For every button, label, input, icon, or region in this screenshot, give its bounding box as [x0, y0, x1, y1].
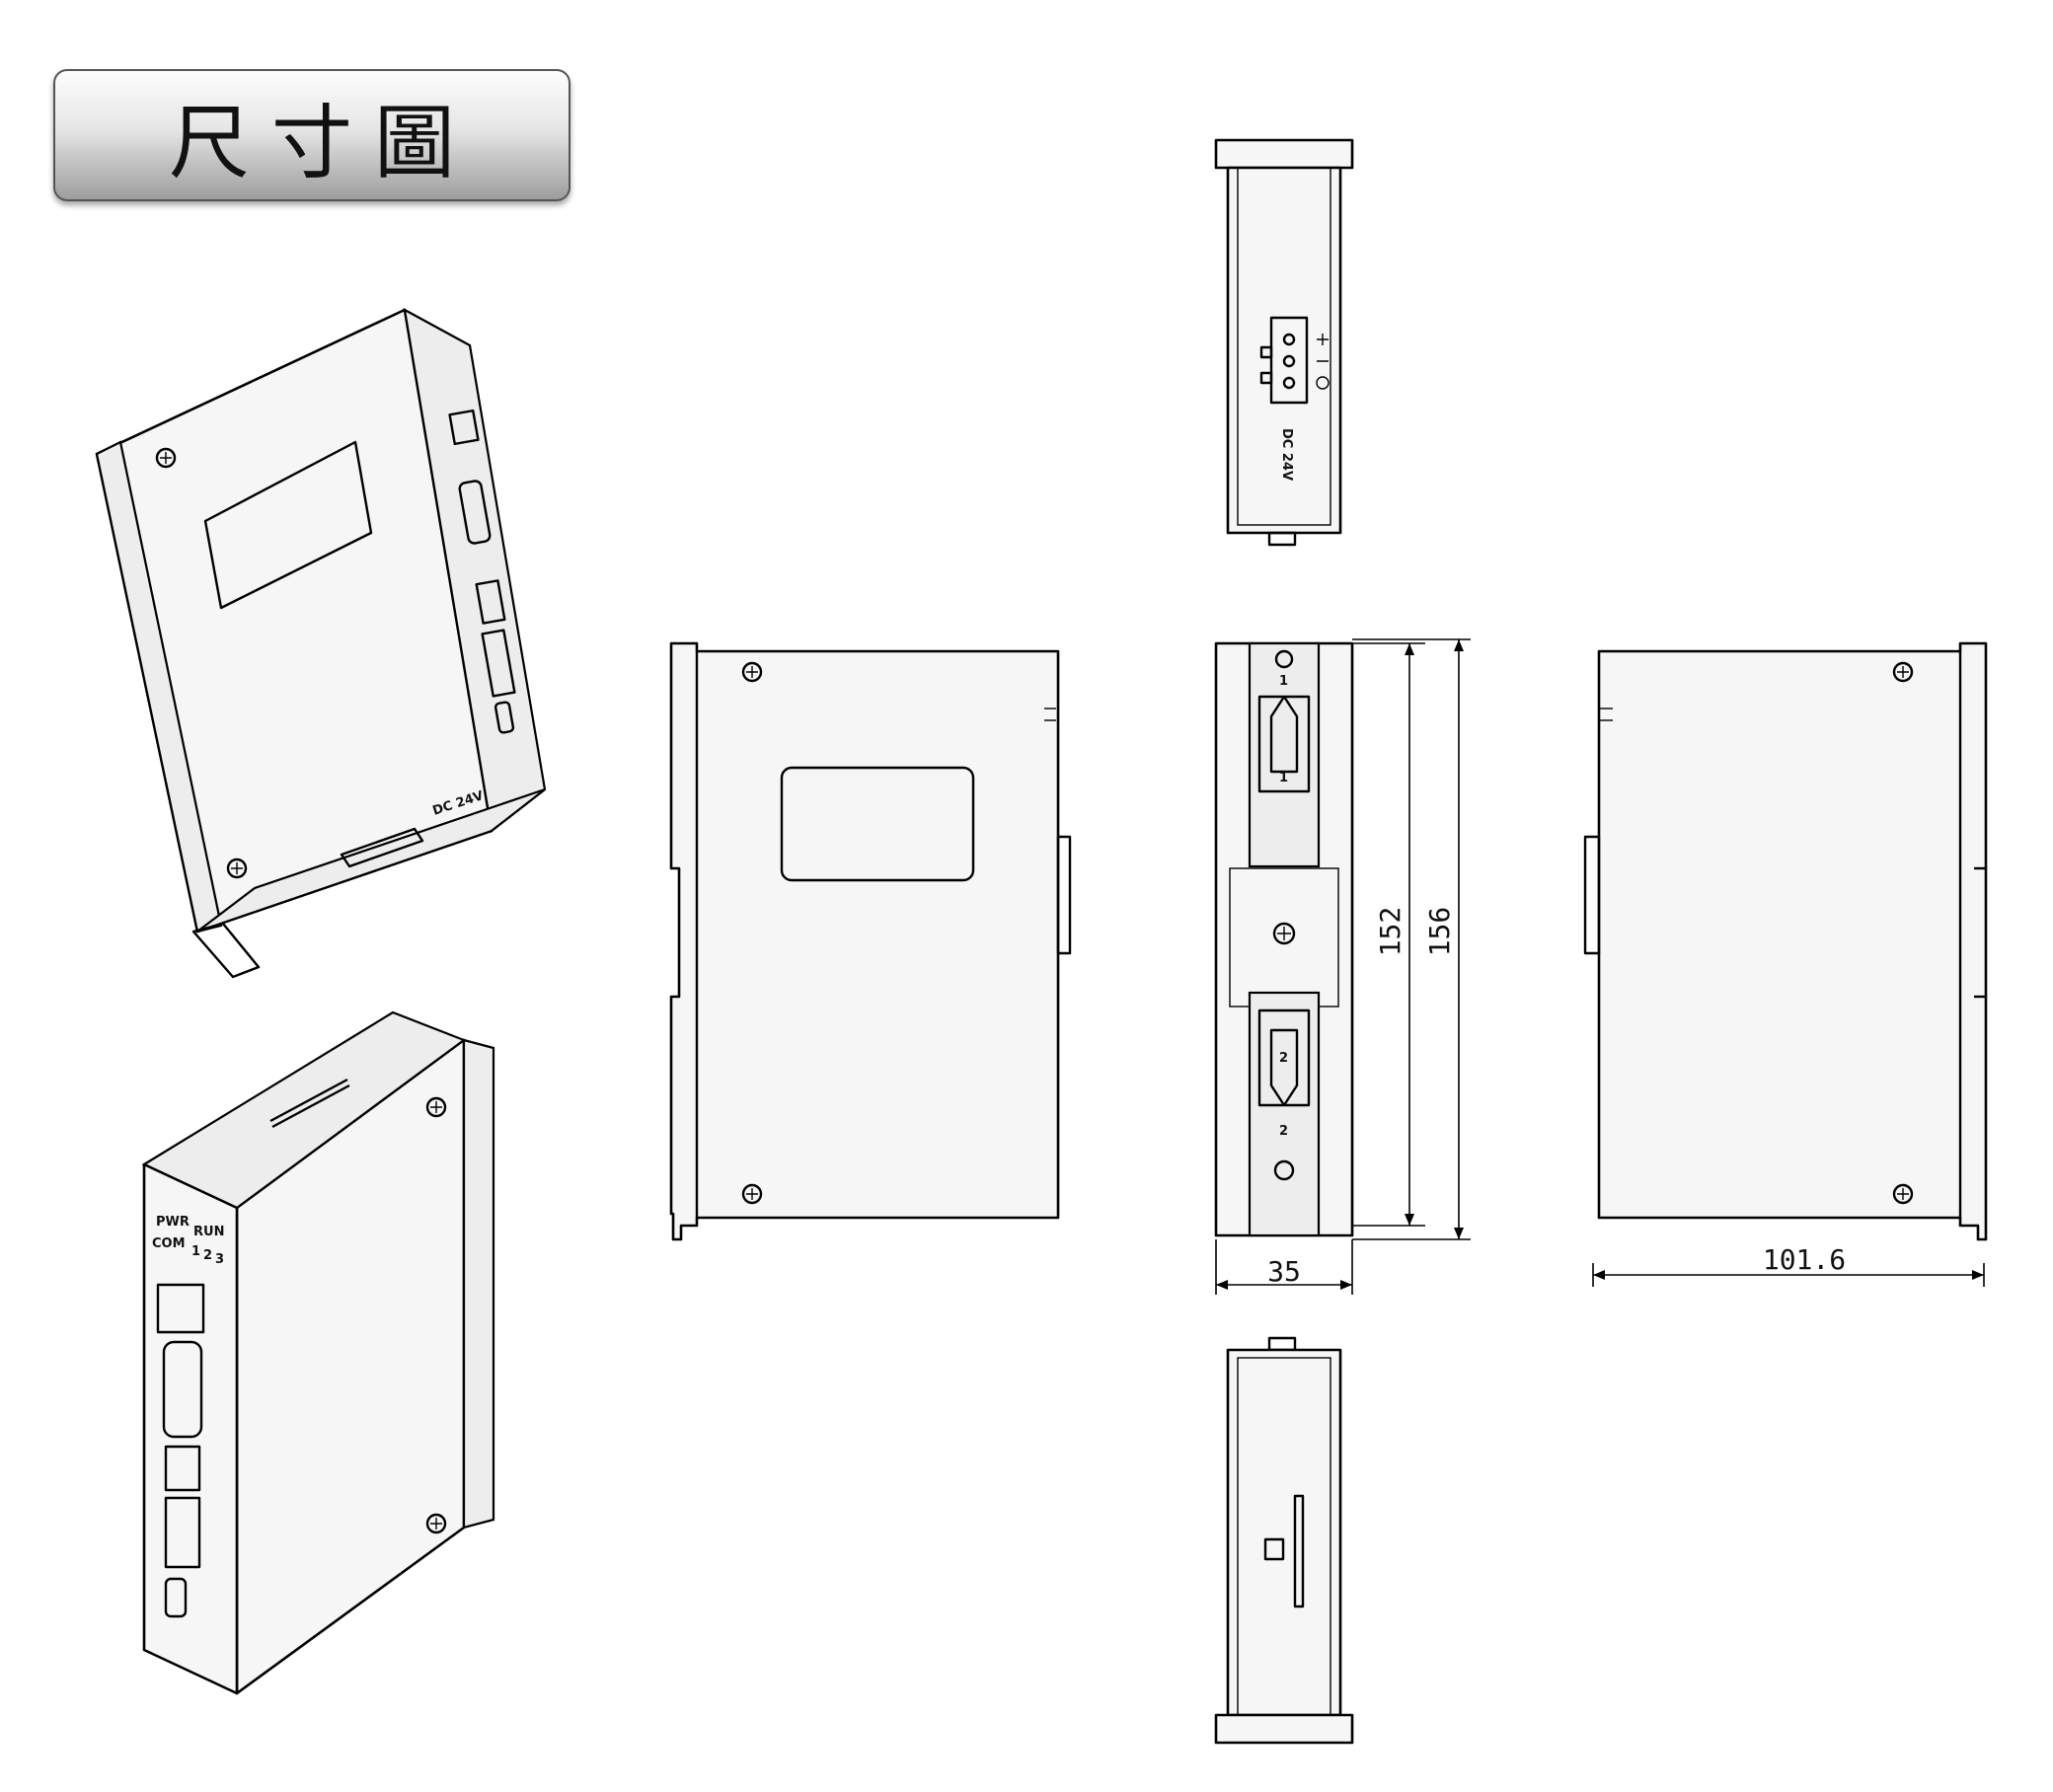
power-connector-icon: [1269, 316, 1309, 405]
connector-label: DC 24V: [1279, 428, 1294, 481]
bottom-view: [1214, 1336, 1354, 1745]
page-title: 尺寸圖: [168, 96, 477, 190]
din-clip-bottom: [1248, 991, 1321, 1237]
usb-port-icon: [164, 1577, 188, 1618]
terminal-block-icon: [164, 1445, 201, 1492]
left-side-view: [669, 641, 1072, 1241]
led-label-pwr: PWR: [156, 1215, 190, 1230]
screw-icon: [1892, 661, 1914, 683]
clip-label-bottom: 2: [1279, 1051, 1288, 1066]
led-label-com: COM: [152, 1236, 186, 1251]
led-label-run: RUN: [193, 1225, 224, 1239]
dimension-inner-height: 152: [1374, 907, 1407, 957]
screw-icon: [741, 1183, 763, 1205]
din-clip-top: [1248, 641, 1321, 868]
rear-view: 1 1 2 2 35 152 156: [1214, 638, 1471, 1295]
sd-card-slot: [1293, 1494, 1305, 1608]
clip-label-top: 1: [1279, 674, 1288, 689]
isometric-view-front: PWR RUN COM 1 2 3: [141, 1010, 495, 1695]
screw-icon: [1272, 922, 1296, 945]
terminal-block-icon: [164, 1496, 201, 1569]
dimension-depth: 101.6: [1763, 1243, 1846, 1276]
screw-icon: [741, 661, 763, 683]
dimension-outer-height: 156: [1423, 907, 1456, 957]
clip-label-bottom-2: 2: [1279, 1124, 1288, 1139]
clip-label-top-2: 1: [1279, 771, 1288, 785]
screw-icon: [155, 447, 177, 469]
ethernet-port-icon: [156, 1283, 205, 1334]
screw-icon: [226, 858, 248, 879]
led-label-c2: 2: [203, 1248, 212, 1263]
sd-card-icon: [1263, 1537, 1285, 1561]
right-side-view: 101.6: [1583, 641, 1988, 1287]
serial-port-icon: [162, 1340, 203, 1439]
screw-icon: [425, 1513, 447, 1534]
screw-icon: [1892, 1183, 1914, 1205]
title-badge: 尺寸圖: [53, 69, 570, 201]
led-label-c1: 1: [191, 1244, 200, 1259]
top-view: DC 24V: [1214, 138, 1354, 547]
dimension-width: 35: [1267, 1255, 1301, 1288]
screw-icon: [425, 1096, 447, 1118]
label-window: [780, 766, 975, 882]
isometric-view-back: DC 24V: [95, 307, 547, 979]
led-label-c3: 3: [215, 1252, 224, 1267]
